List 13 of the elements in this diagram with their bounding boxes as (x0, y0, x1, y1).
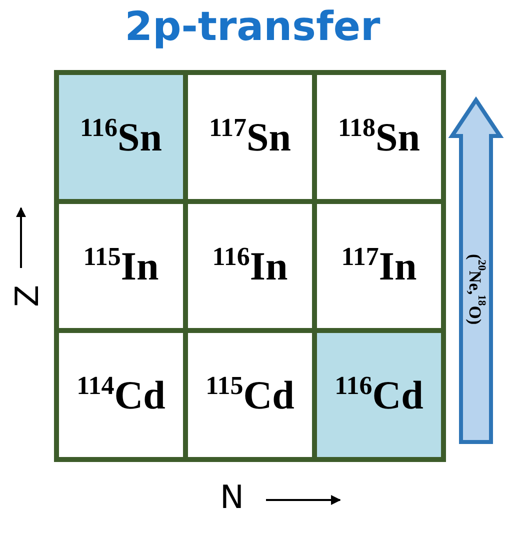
block-arrow (448, 96, 504, 444)
axis-label: Z (8, 285, 46, 307)
nuclide-label: $^{116}$Sn (80, 113, 162, 161)
nuclide-label: $^{115}$Cd (206, 371, 294, 419)
nuclide-label: $^{116}$In (212, 242, 288, 290)
nuclide-label: $^{116}$Cd (334, 371, 424, 419)
nuclide-label: $^{117}$Sn (208, 113, 292, 161)
nuclide-label: $^{115}$In (83, 242, 159, 290)
axis-label: N (220, 478, 244, 516)
nuclide-label: $^{114}$Cd (76, 371, 166, 419)
nuclide-label: $^{118}$Sn (338, 113, 420, 161)
diagram-title: 2p-transfer (124, 4, 380, 50)
nuclide-label: $^{117}$In (341, 242, 417, 290)
